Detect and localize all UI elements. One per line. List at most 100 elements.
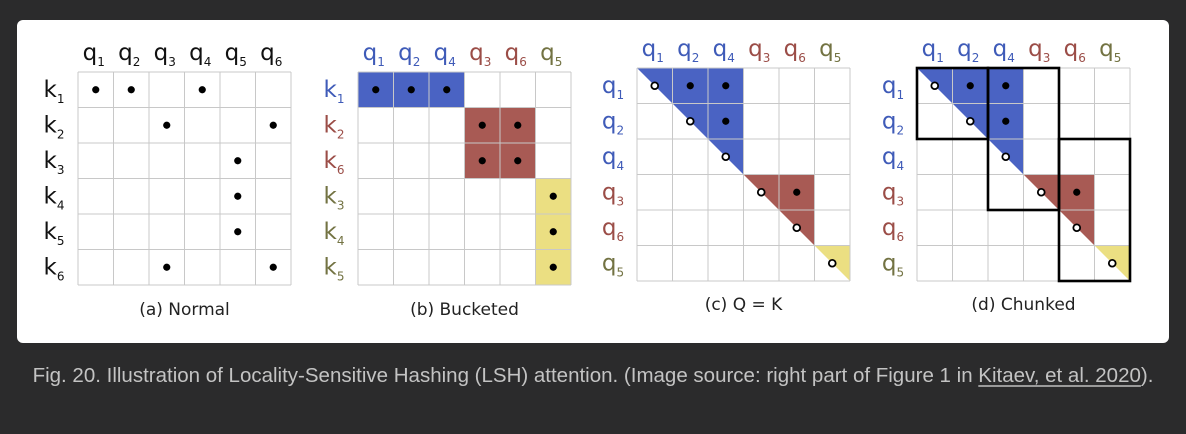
- attention-dot: [163, 121, 171, 129]
- column-label: q3: [748, 36, 770, 65]
- attention-dot: [1002, 82, 1010, 90]
- attention-dot: [234, 192, 242, 200]
- column-label: q6: [260, 40, 282, 69]
- row-label: q6: [602, 215, 624, 244]
- attention-dot: [549, 192, 557, 200]
- column-label: q3: [1028, 36, 1050, 65]
- row-label: k2: [324, 112, 345, 141]
- panel-caption: (c) Q = K: [705, 295, 783, 315]
- attention-dot: [514, 157, 522, 165]
- row-label: q1: [882, 73, 904, 102]
- self-attention-dot: [1001, 152, 1011, 162]
- row-label: q5: [602, 250, 624, 279]
- self-attention-dot: [1072, 223, 1082, 233]
- attention-dot: [443, 86, 451, 94]
- row-label: k5: [324, 254, 345, 283]
- row-label: k5: [44, 219, 65, 248]
- self-attention-dot: [965, 116, 975, 126]
- attention-dot: [478, 121, 486, 129]
- attention-dot: [269, 121, 277, 129]
- row-label: k4: [44, 183, 65, 212]
- column-label: q2: [398, 40, 420, 69]
- row-label: q6: [882, 215, 904, 244]
- row-label: k1: [324, 77, 345, 106]
- self-attention-dot: [930, 81, 940, 91]
- panel-caption: (b) Bucketed: [410, 300, 519, 320]
- attention-dot: [722, 82, 730, 90]
- column-label: q5: [819, 36, 841, 65]
- row-label: q4: [882, 144, 904, 173]
- attention-dot: [1073, 188, 1081, 196]
- row-label: q2: [882, 108, 904, 137]
- column-label: q3: [154, 40, 176, 69]
- attention-dot: [234, 228, 242, 236]
- column-label: q5: [1099, 36, 1121, 65]
- row-label: k3: [44, 148, 65, 177]
- attention-dot: [549, 228, 557, 236]
- attention-dot: [1002, 117, 1010, 125]
- attention-dot: [514, 121, 522, 129]
- attention-dot: [198, 86, 206, 94]
- row-label: q4: [602, 144, 624, 173]
- column-label: q4: [713, 36, 735, 65]
- column-label: q6: [505, 40, 527, 69]
- attention-dot: [407, 86, 415, 94]
- attention-dot: [722, 117, 730, 125]
- attention-dot: [372, 86, 380, 94]
- panel-c: q1 q2 q4 q3 q6 q5 q1 q2 q4 q3 q6 q5 (c) Q = K: [602, 36, 851, 315]
- column-label: q1: [363, 40, 385, 69]
- self-attention-dot: [1036, 187, 1046, 197]
- row-label: k4: [324, 219, 345, 248]
- attention-dot: [966, 82, 974, 90]
- self-attention-dot: [792, 223, 802, 233]
- attention-dot: [92, 86, 100, 94]
- column-label: q2: [957, 36, 979, 65]
- column-label: q1: [922, 36, 944, 65]
- attention-dot: [793, 188, 801, 196]
- self-attention-dot: [685, 116, 695, 126]
- attention-dot: [234, 157, 242, 165]
- column-label: q4: [189, 40, 211, 69]
- attention-dot: [478, 157, 486, 165]
- figure-caption: Fig. 20. Illustration of Locality-Sensit…: [0, 360, 1186, 391]
- self-attention-dot: [721, 152, 731, 162]
- self-attention-dot: [650, 81, 660, 91]
- row-label: q5: [882, 250, 904, 279]
- column-label: q4: [993, 36, 1015, 65]
- panel-d: q1 q2 q4 q3 q6 q5 q1 q2 q4 q3 q6 q5 (d) Chunked: [882, 36, 1132, 315]
- caption-text: Fig. 20. Illustration of Locality-Sensit…: [32, 364, 979, 387]
- column-label: q2: [118, 40, 140, 69]
- attention-dot: [686, 82, 694, 90]
- row-label: k6: [44, 254, 65, 283]
- column-label: q6: [1064, 36, 1086, 65]
- column-label: q4: [434, 40, 456, 69]
- caption-text-end: ).: [1140, 364, 1154, 387]
- panel-caption: (d) Chunked: [971, 295, 1075, 315]
- row-label: k1: [44, 77, 65, 106]
- row-label: q2: [602, 108, 624, 137]
- attention-dot: [127, 86, 135, 94]
- column-label: q1: [642, 36, 664, 65]
- row-label: k2: [44, 112, 65, 141]
- self-attention-dot: [756, 187, 766, 197]
- self-attention-dot: [827, 258, 837, 268]
- row-label: q3: [602, 179, 624, 208]
- row-label: q1: [602, 73, 624, 102]
- column-label: q3: [469, 40, 491, 69]
- row-label: k3: [324, 183, 345, 212]
- chunk-outline: [1057, 137, 1132, 283]
- column-label: q1: [83, 40, 105, 69]
- row-label: k6: [324, 148, 345, 177]
- column-label: q5: [225, 40, 247, 69]
- row-label: q3: [882, 179, 904, 208]
- self-attention-dot: [1107, 258, 1117, 268]
- column-label: q2: [677, 36, 699, 65]
- column-label: q6: [784, 36, 806, 65]
- kitaev-2020-link[interactable]: Kitaev, et al. 2020: [978, 364, 1141, 387]
- attention-dot: [163, 263, 171, 271]
- attention-dot: [269, 263, 277, 271]
